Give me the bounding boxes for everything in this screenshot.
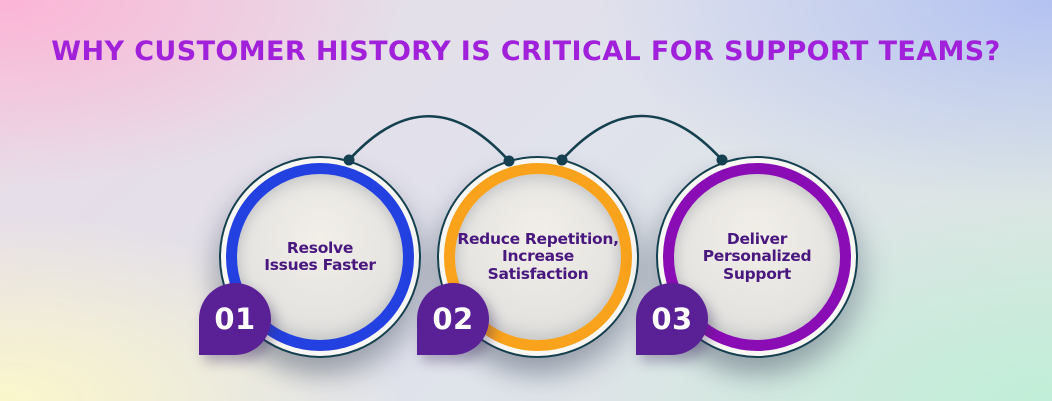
step-3-label-line1: Deliver Personalized: [702, 229, 812, 266]
step-3-label: Deliver Personalized Support: [674, 174, 840, 340]
connector-arc-step2-step3: [560, 114, 724, 162]
step-2-label-line1: Reduce Repetition,: [457, 229, 619, 248]
step-1-label-line2: Issues Faster: [264, 256, 376, 274]
step-2-label: Reduce Repetition, Increase Satisfaction: [455, 174, 621, 340]
step-3: Deliver Personalized Support 03: [636, 156, 858, 358]
step-3-number: 03: [651, 302, 693, 336]
step-2-number: 02: [432, 302, 474, 336]
connector-arc-step1-step2: [347, 115, 511, 163]
step-1: Resolve Issues Faster 01: [199, 156, 421, 358]
step-1-number: 01: [214, 302, 256, 336]
step-3-number-badge: 03: [636, 283, 708, 355]
step-1-number-badge: 01: [199, 283, 271, 355]
step-2-colored-ring: Reduce Repetition, Increase Satisfaction: [444, 163, 632, 351]
step-1-label: Resolve Issues Faster: [237, 174, 403, 340]
step-3-label-line2: Support: [723, 264, 791, 283]
step-2-label-line2: Increase Satisfaction: [487, 247, 589, 283]
step-1-label-line1: Resolve: [286, 238, 354, 257]
step-2-number-badge: 02: [417, 283, 489, 355]
step-2: Reduce Repetition, Increase Satisfaction…: [417, 156, 639, 358]
page-title: WHY CUSTOMER HISTORY IS CRITICAL FOR SUP…: [51, 36, 1001, 67]
